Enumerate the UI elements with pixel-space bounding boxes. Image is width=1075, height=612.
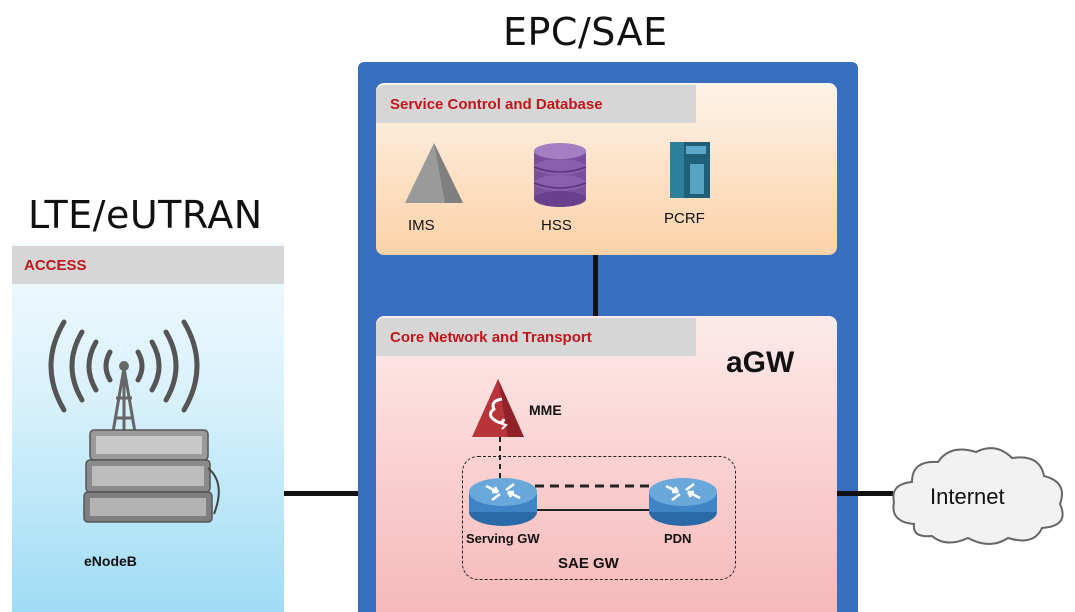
ims-icon [405,143,463,203]
pcrf-label: PCRF [664,210,705,227]
access-panel [12,243,284,612]
access-header: ACCESS [12,246,284,284]
serving-gw-label: Serving GW [466,531,540,546]
enodeb-icon [48,319,220,523]
sae-gw-group [462,456,736,580]
access-link [284,491,376,496]
mme-icon [472,379,524,437]
internet-cloud-icon [892,447,1064,545]
mme-label: MME [529,402,562,418]
internet-link [837,491,893,496]
pdn-label: PDN [664,531,692,546]
service-core-link [593,255,598,316]
ims-label: IMS [408,217,435,234]
pdn-router-icon [649,478,717,526]
service-control-header: Service Control and Database [376,85,696,123]
sae-gw-label: SAE GW [558,555,619,572]
epc-sae-title: EPC/SAE [503,10,668,54]
core-network-header: Core Network and Transport [376,318,696,356]
serving-gw-router-icon [469,478,537,526]
agw-label: aGW [726,346,795,379]
enodeb-label: eNodeB [84,553,137,569]
hss-label: HSS [541,217,572,234]
internet-label: Internet [930,484,1005,509]
core-network-box [376,316,837,612]
hss-database-icon [533,143,587,207]
lte-eutran-title: LTE/eUTRAN [28,193,263,237]
pcrf-server-icon [670,142,710,198]
